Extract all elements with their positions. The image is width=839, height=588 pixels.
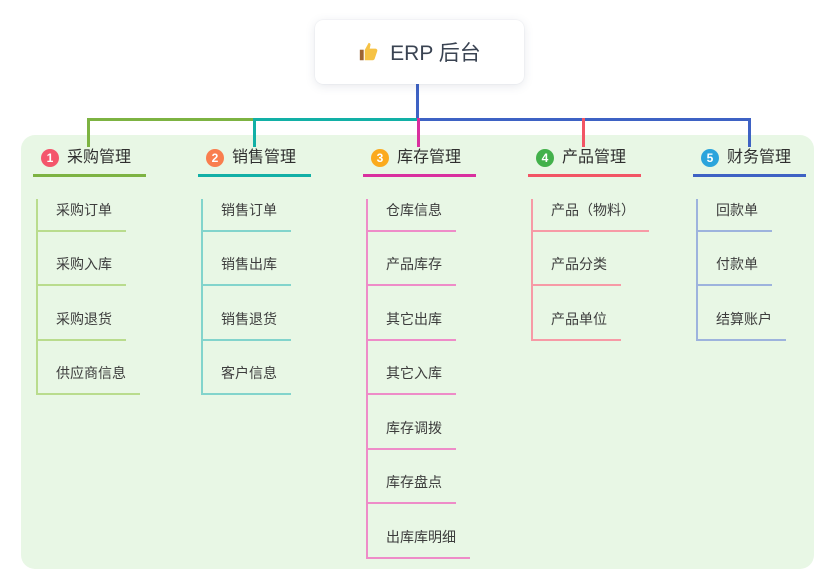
- connector-drop-product: [582, 118, 585, 147]
- child-node[interactable]: 出库库明细: [366, 526, 470, 559]
- branch-purchase: 1 采购管理 采购订单 采购入库 采购退货 供应商信息: [33, 146, 146, 395]
- branch-inventory: 3 库存管理 仓库信息 产品库存 其它出库 其它入库 库存调拨 库存盘点 出库库…: [363, 146, 476, 559]
- child-node[interactable]: 库存盘点: [366, 471, 456, 504]
- child-node[interactable]: 产品（物料）: [531, 199, 649, 232]
- child-node[interactable]: 产品分类: [531, 253, 621, 286]
- child-node[interactable]: 库存调拨: [366, 417, 456, 450]
- child-node[interactable]: 销售出库: [201, 253, 291, 286]
- branch-label: 销售管理: [232, 149, 297, 166]
- child-node[interactable]: 付款单: [696, 253, 772, 286]
- branch-product: 4 产品管理 产品（物料） 产品分类 产品单位: [528, 146, 649, 341]
- branch-number-badge: 3: [371, 149, 389, 167]
- child-node[interactable]: 仓库信息: [366, 199, 456, 232]
- branch-children: 回款单 付款单 结算账户: [696, 198, 806, 341]
- child-node[interactable]: 采购入库: [36, 253, 126, 286]
- child-node[interactable]: 其它入库: [366, 362, 456, 395]
- child-node[interactable]: 供应商信息: [36, 362, 140, 395]
- branch-children: 产品（物料） 产品分类 产品单位: [531, 198, 649, 341]
- branch-node-sales[interactable]: 2 销售管理: [198, 146, 311, 177]
- child-node[interactable]: 采购订单: [36, 199, 126, 232]
- thumbs-up-icon: [358, 41, 380, 63]
- child-node[interactable]: 采购退货: [36, 308, 126, 341]
- connector-drop-finance: [748, 118, 751, 147]
- connector-root-drop: [416, 84, 419, 119]
- child-node[interactable]: 销售订单: [201, 199, 291, 232]
- branch-finance: 5 财务管理 回款单 付款单 结算账户: [693, 146, 806, 341]
- branch-node-inventory[interactable]: 3 库存管理: [363, 146, 476, 177]
- connector-horizontal-sales: [254, 118, 417, 121]
- branch-node-product[interactable]: 4 产品管理: [528, 146, 641, 177]
- mindmap-canvas: [21, 135, 814, 569]
- branch-node-finance[interactable]: 5 财务管理: [693, 146, 806, 177]
- connector-horizontal-purchase: [87, 118, 254, 121]
- child-node[interactable]: 回款单: [696, 199, 772, 232]
- branch-number-badge: 1: [41, 149, 59, 167]
- child-node[interactable]: 产品库存: [366, 253, 456, 286]
- branch-label: 采购管理: [67, 149, 132, 166]
- branch-label: 财务管理: [727, 149, 792, 166]
- branch-number-badge: 2: [206, 149, 224, 167]
- branch-children: 采购订单 采购入库 采购退货 供应商信息: [36, 198, 146, 395]
- branch-children: 销售订单 销售出库 销售退货 客户信息: [201, 198, 311, 395]
- child-node[interactable]: 销售退货: [201, 308, 291, 341]
- branch-number-badge: 4: [536, 149, 554, 167]
- branch-children: 仓库信息 产品库存 其它出库 其它入库 库存调拨 库存盘点 出库库明细: [366, 198, 476, 559]
- root-node[interactable]: ERP 后台: [315, 20, 524, 84]
- child-node[interactable]: 客户信息: [201, 362, 291, 395]
- branch-label: 库存管理: [397, 149, 462, 166]
- connector-drop-inventory: [417, 118, 420, 147]
- branch-label: 产品管理: [562, 149, 627, 166]
- child-node[interactable]: 其它出库: [366, 308, 456, 341]
- connector-drop-sales: [253, 118, 256, 147]
- connector-drop-purchase: [87, 118, 90, 147]
- branch-node-purchase[interactable]: 1 采购管理: [33, 146, 146, 177]
- child-node[interactable]: 结算账户: [696, 308, 786, 341]
- branch-number-badge: 5: [701, 149, 719, 167]
- root-label: ERP 后台: [390, 42, 481, 65]
- child-node[interactable]: 产品单位: [531, 308, 621, 341]
- branch-sales: 2 销售管理 销售订单 销售出库 销售退货 客户信息: [198, 146, 311, 395]
